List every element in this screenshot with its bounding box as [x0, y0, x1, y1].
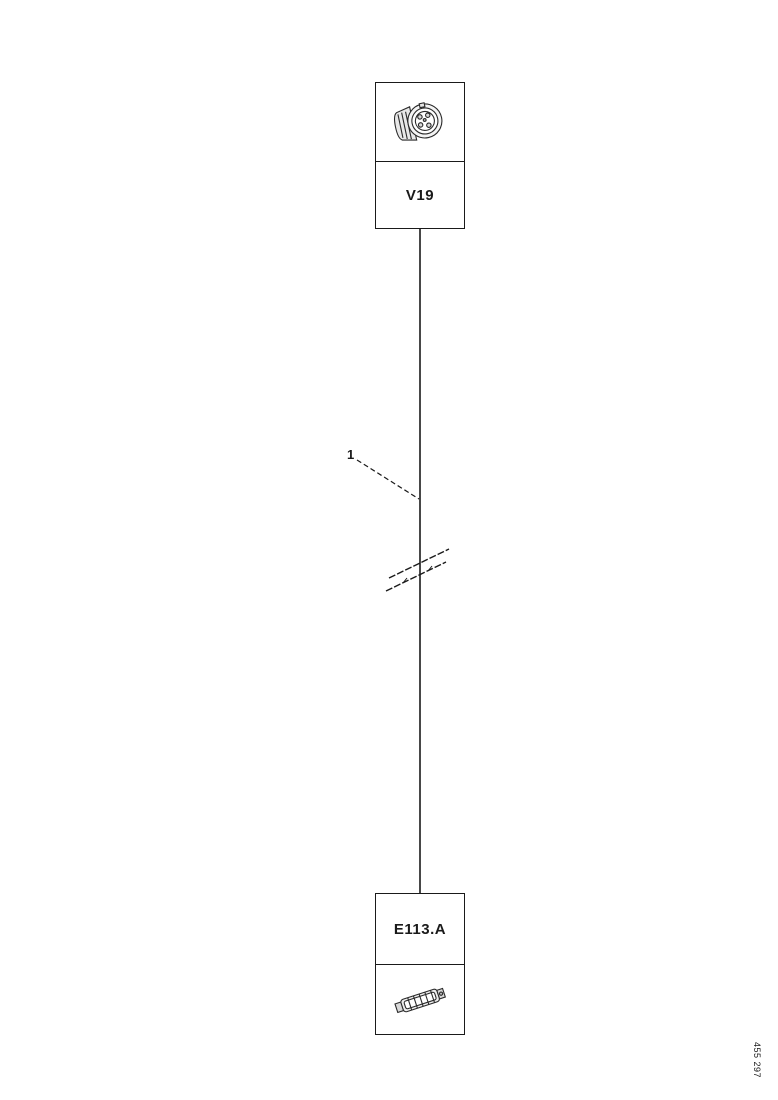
v19-label-cell: V19	[376, 161, 464, 228]
wire-break-icon	[385, 548, 450, 592]
e113a-icon-cell	[376, 964, 464, 1034]
wire-label: 1	[347, 447, 355, 462]
e113a-label-cell: E113.A	[376, 894, 464, 964]
v19-icon-cell	[376, 83, 464, 161]
component-label-e113a: E113.A	[393, 920, 447, 938]
inline-connector-icon	[376, 965, 464, 1034]
wire-label-leader	[356, 459, 420, 500]
component-label-v19: V19	[405, 186, 435, 204]
footer-code: 455 297	[752, 1042, 762, 1079]
component-box-v19: V19	[375, 82, 465, 229]
component-box-e113a: E113.A	[375, 893, 465, 1035]
round-connector-icon	[376, 83, 464, 161]
